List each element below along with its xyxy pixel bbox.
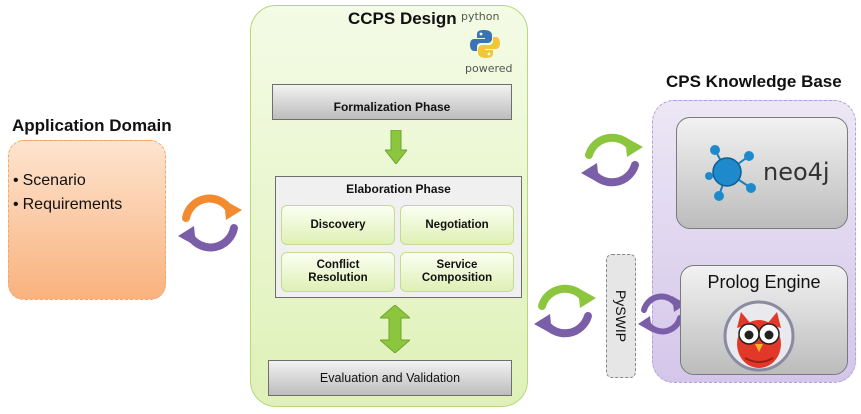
cycle-arrows-icon [178, 194, 242, 252]
knowledge-base-title: CPS Knowledge Base [666, 72, 842, 91]
negotiation-label: Negotiation [425, 218, 489, 231]
elaboration-phase-box: Elaboration Phase Discovery Negotiation … [275, 176, 522, 298]
service-composition-box: Service Composition [400, 252, 514, 292]
prolog-engine-box: Prolog Engine [680, 265, 848, 375]
list-item: Requirements [13, 193, 165, 217]
application-domain-box: Scenario Requirements [8, 140, 166, 300]
cycle-arrows-icon [534, 284, 596, 338]
ccps-design-title: CCPS Design [348, 9, 457, 28]
down-arrow-icon [385, 130, 407, 164]
python-powered-logo: python powered [455, 10, 515, 76]
evaluation-validation-box: Evaluation and Validation [268, 360, 512, 396]
owl-logo-icon [723, 300, 795, 372]
negotiation-box: Negotiation [400, 205, 514, 245]
python-icon [470, 30, 500, 58]
python-logo-subtext: powered [465, 62, 513, 75]
list-item: Scenario [13, 169, 165, 193]
python-logo-text: python [461, 10, 500, 23]
discovery-label: Discovery [310, 218, 366, 231]
cycle-arrows-icon [581, 133, 643, 187]
evaluation-validation-label: Evaluation and Validation [319, 371, 461, 385]
elaboration-phase-title: Elaboration Phase [346, 182, 451, 196]
cycle-arrows-icon [638, 293, 686, 335]
neo4j-logo-icon [705, 145, 756, 201]
neo4j-box: neo4j [676, 117, 848, 229]
application-domain-list: Scenario Requirements [9, 141, 165, 217]
service-composition-label: Service Composition [421, 259, 493, 284]
bidirectional-arrow-icon [380, 305, 410, 353]
pyswip-label: PySWIP [613, 289, 629, 343]
pyswip-bridge: PySWIP [606, 254, 636, 378]
formalization-phase-box: Formalization Phase [272, 84, 512, 120]
application-domain-title: Application Domain [12, 116, 172, 135]
conflict-resolution-box: Conflict Resolution [281, 252, 395, 292]
neo4j-label: neo4j [763, 158, 830, 186]
formalization-phase-label: Formalization Phase [333, 100, 451, 114]
discovery-box: Discovery [281, 205, 395, 245]
conflict-resolution-label: Conflict Resolution [308, 259, 368, 284]
prolog-engine-label: Prolog Engine [707, 272, 821, 292]
